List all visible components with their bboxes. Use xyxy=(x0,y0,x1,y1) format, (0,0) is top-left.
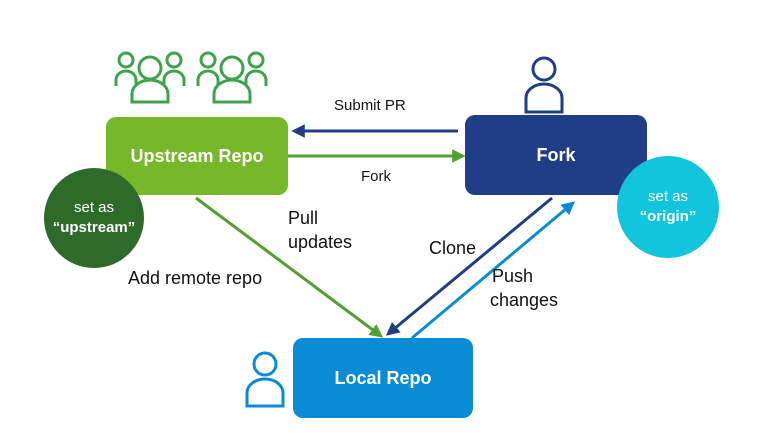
pull-updates-label-line1: Pull xyxy=(288,208,319,228)
clone-label: Clone xyxy=(429,238,477,258)
add-remote-label: Add remote repo xyxy=(128,268,263,288)
upstream-repo-label: Upstream Repo xyxy=(130,145,264,166)
push-changes-label-line2: changes xyxy=(490,290,559,310)
local-repo-label: Local Repo xyxy=(334,367,432,388)
origin-badge-line1: set as xyxy=(647,188,689,205)
fork-edge-label: Fork xyxy=(361,168,391,185)
fork-box: Fork xyxy=(465,115,647,195)
team-icon xyxy=(114,51,268,104)
upstream-badge: set as “upstream” xyxy=(44,168,144,268)
push-changes-arrow xyxy=(411,201,576,340)
submit-pr-label: Submit PR xyxy=(334,97,406,114)
pull-updates-label-line2: updates xyxy=(288,232,353,252)
upstream-badge-line2: “upstream” xyxy=(52,219,136,236)
pull-updates-arrow xyxy=(195,196,384,338)
local-repo-box: Local Repo xyxy=(293,338,473,418)
origin-badge-line2: “origin” xyxy=(639,208,697,225)
clone-arrow xyxy=(385,196,553,336)
upstream-badge-line1: set as xyxy=(73,199,115,216)
fork-owner-user-icon xyxy=(524,56,564,114)
origin-badge: set as “origin” xyxy=(617,156,719,258)
local-user-icon xyxy=(245,351,285,408)
fork-label: Fork xyxy=(536,144,576,165)
upstream-repo-box: Upstream Repo xyxy=(106,117,288,195)
push-changes-label-line1: Push xyxy=(492,266,534,286)
